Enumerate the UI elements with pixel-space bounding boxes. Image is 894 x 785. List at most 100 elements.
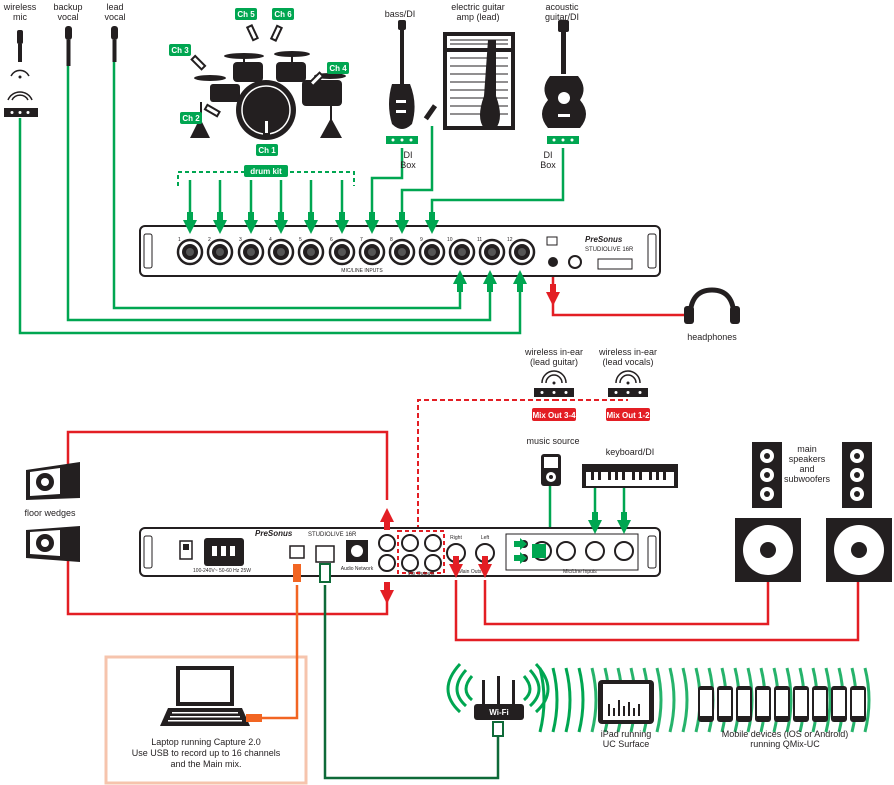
main-out-left-label: Left xyxy=(481,535,490,541)
di-box-2-label-2: Box xyxy=(540,160,556,170)
headphones-cable xyxy=(551,275,688,317)
ch4-tag: Ch 4 xyxy=(327,62,349,74)
acoustic-guitar-label-1: acoustic xyxy=(545,2,579,12)
drum-kit-tag: drum kit xyxy=(244,165,288,177)
mobile-device-icon xyxy=(755,686,771,722)
mic-line-inputs-label: MIC/LINE INPUTS xyxy=(341,268,383,274)
guitar-amp-icon xyxy=(423,32,515,130)
ethernet-port-icon xyxy=(315,545,335,563)
mobile-device-icon xyxy=(698,686,714,722)
in-ear-dashed-cable xyxy=(417,399,628,530)
backup-vocal-label-1: backup xyxy=(53,2,82,12)
svg-text:4: 4 xyxy=(269,237,272,243)
usb-rear-port-icon xyxy=(289,545,305,559)
mixer-front-panel: 1 2 3 4 5 6 7 8 9 10 11 12 MIC/LINE INPU… xyxy=(139,225,661,277)
top-labels: wireless mic backup vocal lead vocal bas… xyxy=(3,2,738,342)
headphone-knob-icon xyxy=(568,255,582,269)
cable-group-top xyxy=(18,60,565,335)
ch1-label: Ch 1 xyxy=(258,146,276,155)
svg-text:9: 9 xyxy=(420,237,423,243)
ethernet-cable xyxy=(323,585,500,780)
di-box-1-label-1: DI xyxy=(404,150,413,160)
svg-text:7: 7 xyxy=(360,237,363,243)
ethernet-plug-icon xyxy=(319,563,504,737)
wireless-mic-label-1: wireless xyxy=(3,2,37,12)
acoustic-guitar-label-2: guitar/DI xyxy=(545,12,579,22)
speaker-left-top-icon xyxy=(752,442,782,508)
svg-text:6: 6 xyxy=(330,237,333,243)
lead-vocal-label-2: vocal xyxy=(104,12,125,22)
wireless-signal-waves xyxy=(538,667,871,733)
main-outs-label: Main Outs xyxy=(459,569,482,575)
svg-text:8: 8 xyxy=(390,237,393,243)
signal-wave xyxy=(564,667,572,733)
ch6-label: Ch 6 xyxy=(274,10,292,19)
mobile-device-icon xyxy=(736,686,752,722)
laptop-caption-1: Laptop running Capture 2.0 xyxy=(151,737,261,747)
subwoofer-left-icon xyxy=(735,518,801,582)
wifi-label: Wi-Fi xyxy=(489,708,508,717)
mixer-rear-model: STUDIOLIVE 16R xyxy=(308,532,357,538)
ch4-label: Ch 4 xyxy=(329,64,347,73)
svg-text:12: 12 xyxy=(507,237,513,243)
svg-text:11: 11 xyxy=(477,237,482,243)
ipad-icon xyxy=(598,680,654,724)
signal-wave xyxy=(590,667,598,733)
svg-text:1: 1 xyxy=(178,237,181,243)
rear-arrows-green xyxy=(514,512,631,564)
headphones-label: headphones xyxy=(687,332,737,342)
in-ear-guitar-icon xyxy=(534,370,574,397)
drum-kit-label: drum kit xyxy=(250,167,282,176)
in-ear-guitar-label-1: wireless in-ear xyxy=(524,347,583,357)
backup-vocal-label-2: vocal xyxy=(57,12,78,22)
backup-vocal-mic-icon xyxy=(65,26,72,66)
ch5-label: Ch 5 xyxy=(237,10,255,19)
laptop-caption-2: Use USB to record up to 16 channels xyxy=(132,748,281,758)
main-out-left-cable xyxy=(483,580,770,626)
signal-wave xyxy=(668,667,676,733)
mobile-device-icon xyxy=(850,686,866,722)
ipad-caption-2: UC Surface xyxy=(603,739,650,749)
floor-wedges-label: floor wedges xyxy=(24,508,76,518)
signal-wave xyxy=(863,667,871,733)
wireless-mic-label-2: mic xyxy=(13,12,27,22)
mic-line-inputs-rear-label: Mic/Line Inputs xyxy=(563,569,597,575)
headphone-jack-icon xyxy=(548,257,558,267)
di-box-1-icon xyxy=(386,136,418,144)
mix-out-1-2-label: Mix Out 1-2 xyxy=(606,411,650,420)
audio-network-label: Audio Network xyxy=(341,566,374,572)
mixer-front-brand: PreSonus xyxy=(585,235,623,244)
power-switch-icon xyxy=(179,540,193,560)
mobile-device-icon xyxy=(831,686,847,722)
mobile-caption-2: running QMix-UC xyxy=(750,739,820,749)
mixer-channel-numbers: 1 2 3 4 5 6 7 8 9 10 11 12 xyxy=(178,237,513,243)
drum-kit-icon xyxy=(190,24,346,140)
wireless-mic-icon xyxy=(4,30,38,117)
main-out-right-cable xyxy=(454,580,860,642)
di-box-1-label-2: Box xyxy=(400,160,416,170)
music-player-icon xyxy=(541,454,561,486)
signal-wave xyxy=(785,667,793,733)
keyboard-icon xyxy=(582,464,678,488)
in-ear-guitar-label-2: (lead guitar) xyxy=(530,357,578,367)
in-ear-vocals-label-1: wireless in-ear xyxy=(598,347,657,357)
svg-text:2: 2 xyxy=(208,237,211,243)
lead-vocal-label-1: lead xyxy=(106,2,123,12)
lead-vocal-mic-icon xyxy=(111,26,118,62)
di-box-2-icon xyxy=(547,136,579,144)
signal-wave xyxy=(655,667,663,733)
mobile-device-icon xyxy=(793,686,809,722)
electric-guitar-label-1: electric guitar xyxy=(451,2,505,12)
mobile-device-icon xyxy=(774,686,790,722)
signal-wave xyxy=(538,667,546,733)
keyboard-label: keyboard/DI xyxy=(606,447,655,457)
svg-text:10: 10 xyxy=(447,237,453,243)
floor-wedge-cable-top xyxy=(66,430,389,500)
svg-text:3: 3 xyxy=(239,237,242,243)
ch3-label: Ch 3 xyxy=(171,46,189,55)
mix-out-1-2-tag: Mix Out 1-2 xyxy=(606,408,650,421)
usb-port-icon xyxy=(546,236,558,246)
svg-text:5: 5 xyxy=(299,237,302,243)
signal-wave xyxy=(824,667,832,733)
